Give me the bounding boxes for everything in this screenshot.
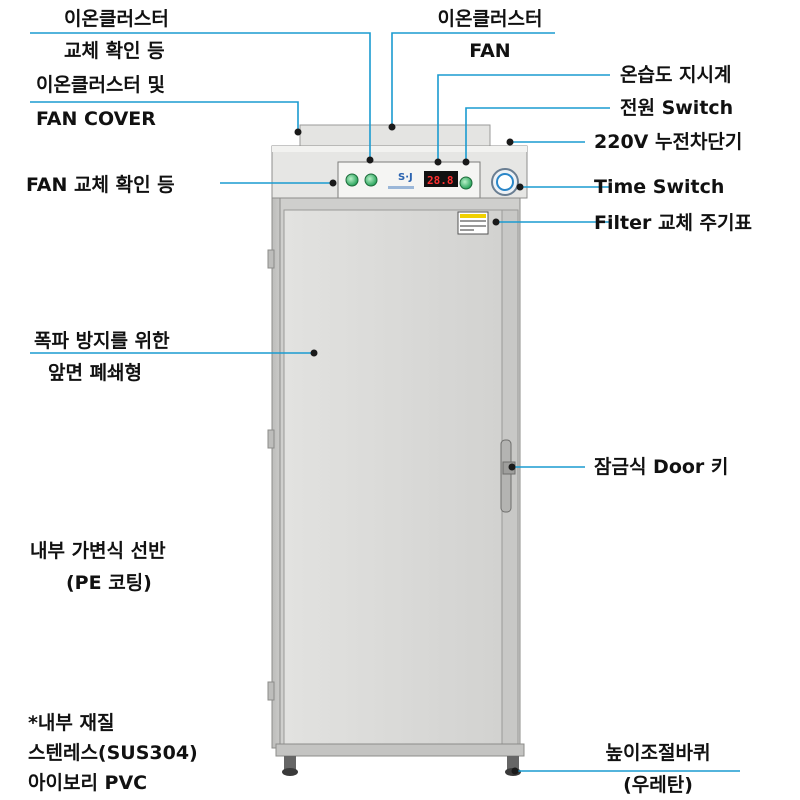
label-casters-line2: (우레탄) — [623, 774, 693, 796]
label-ion-fan-cover-line2: FAN COVER — [36, 108, 156, 130]
label-filter: Filter 교체 주기표 — [594, 212, 752, 234]
label-ion-lamp-line2: 교체 확인 등 — [64, 40, 165, 62]
power-switch-icon[interactable] — [459, 176, 473, 190]
brand-logo: S·J — [398, 172, 413, 183]
label-material-line1: *내부 재질 — [28, 712, 115, 734]
label-breaker: 220V 누전차단기 — [594, 131, 743, 153]
label-hygrometer: 온습도 지시계 — [620, 64, 732, 86]
caster-left — [284, 756, 296, 772]
label-explosion-door-line1: 폭파 방지를 위한 — [34, 330, 170, 352]
label-ion-lamp-line1: 이온클러스터 — [64, 8, 169, 30]
hygrometer-display — [424, 171, 458, 187]
label-time-switch: Time Switch — [594, 176, 725, 198]
fan-lamp-icon — [345, 173, 359, 187]
front-door[interactable] — [283, 209, 503, 745]
label-material-line2: 스텐레스(SUS304) — [28, 742, 198, 764]
label-shelf-line2: (PE 코팅) — [66, 572, 152, 594]
label-ion-fan-line2: FAN — [469, 40, 511, 62]
leader-dots — [294, 123, 524, 775]
label-explosion-door-line2: 앞면 폐쇄형 — [48, 362, 143, 384]
label-shelf-line1: 내부 가변식 선반 — [30, 540, 166, 562]
svg-text:28.8: 28.8 — [427, 174, 454, 187]
label-fan-lamp: FAN 교체 확인 등 — [26, 174, 175, 196]
label-casters-line1: 높이조절바퀴 — [605, 742, 711, 764]
label-power-switch: 전원 Switch — [620, 97, 734, 119]
label-ion-fan-line1: 이온클러스터 — [437, 8, 543, 30]
label-ion-fan-cover-line1: 이온클러스터 및 — [36, 74, 165, 96]
door-handle[interactable] — [500, 439, 512, 513]
label-door-key: 잠금식 Door 키 — [594, 456, 729, 478]
ion-lamp-icon — [364, 173, 378, 187]
leader-lines — [30, 32, 740, 772]
label-material-line3: 아이보리 PVC — [28, 772, 148, 794]
